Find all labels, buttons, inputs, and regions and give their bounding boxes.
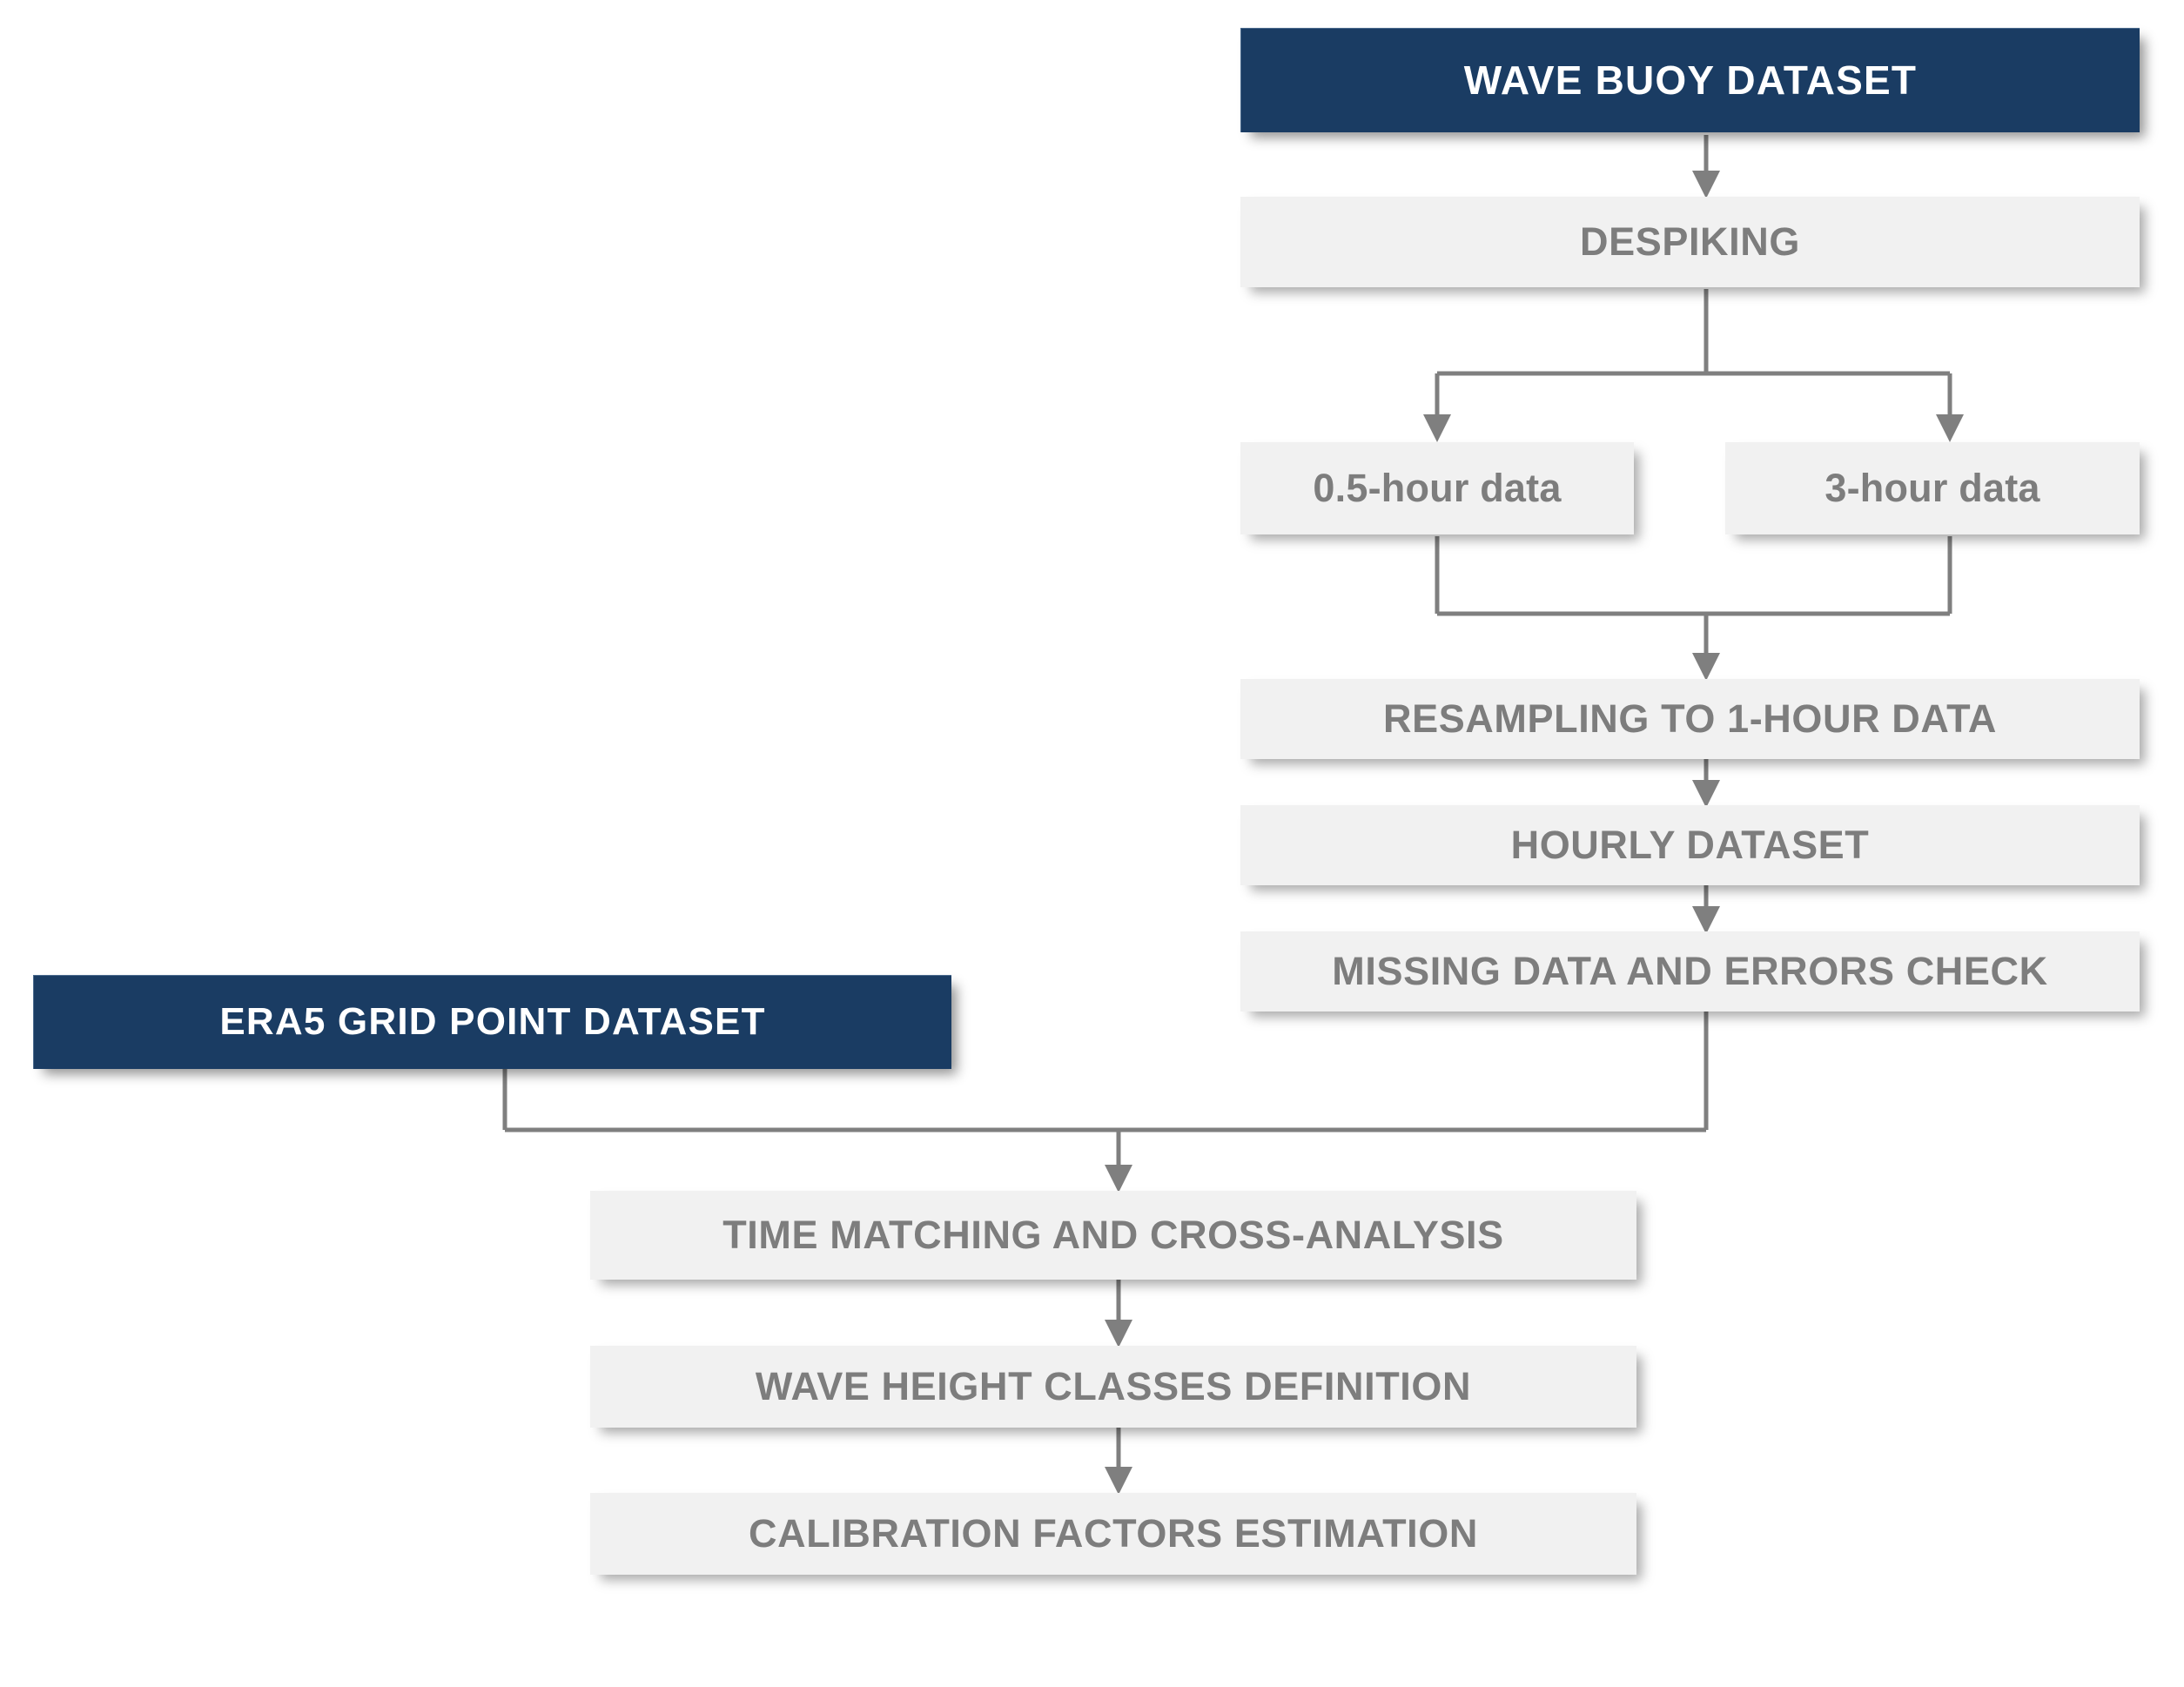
edge-timematching-to-waveheight: [1105, 1280, 1132, 1348]
edge-despiking-split: [1423, 289, 1964, 442]
edge-waveheight-to-calibration: [1105, 1428, 1132, 1495]
edge-resampling-to-hourly: [1692, 759, 1720, 808]
node-calibration-factors-estimation[interactable]: CALIBRATION FACTORS ESTIMATION: [590, 1493, 1636, 1575]
edge-branches-to-resampling: [1435, 536, 1952, 681]
node-time-matching-and-cross-analysis[interactable]: TIME MATCHING AND CROSS-ANALYSIS: [590, 1191, 1636, 1280]
node-era5-grid-point-dataset[interactable]: ERA5 GRID POINT DATASET: [33, 975, 951, 1069]
node-despiking[interactable]: DESPIKING: [1240, 197, 2140, 287]
node-missing-data-and-errors-check[interactable]: MISSING DATA AND ERRORS CHECK: [1240, 931, 2140, 1012]
node-resampling-to-1-hour-data[interactable]: RESAMPLING TO 1-HOUR DATA: [1240, 679, 2140, 759]
node-three-hour-data[interactable]: 3-hour data: [1725, 442, 2140, 534]
edge-hourly-to-missingcheck: [1692, 885, 1720, 934]
edge-wavebuoy-to-despiking: [1692, 135, 1720, 198]
node-half-hour-data[interactable]: 0.5-hour data: [1240, 442, 1634, 534]
node-wave-buoy-dataset[interactable]: WAVE BUOY DATASET: [1240, 28, 2140, 132]
node-hourly-dataset[interactable]: HOURLY DATASET: [1240, 805, 2140, 885]
node-wave-height-classes-definition[interactable]: WAVE HEIGHT CLASSES DEFINITION: [590, 1346, 1636, 1428]
